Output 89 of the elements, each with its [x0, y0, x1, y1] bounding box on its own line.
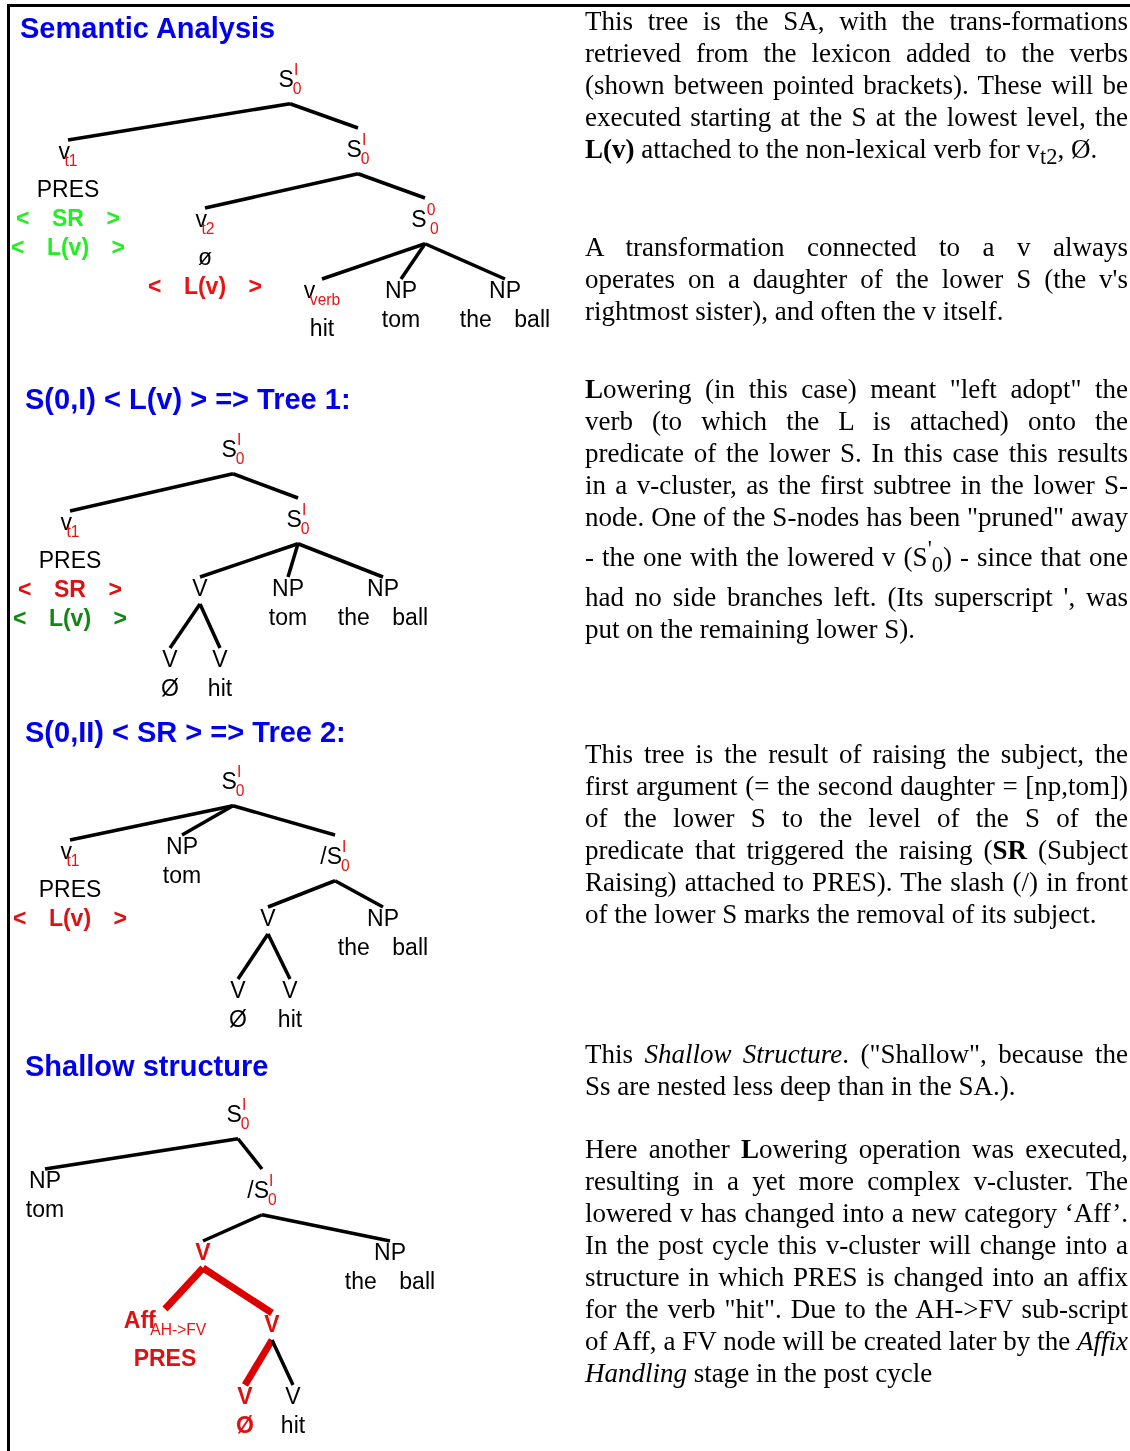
tree-branch — [168, 603, 202, 649]
category-label: NP — [488, 276, 522, 305]
explanation-paragraph: This tree is the SA, with the trans-formations retrieved from the lexicon added to the verbs (shown between pointed brackets). These will be executed starting at the S at the lowest level, the L(v) attached to the non-lexical verb for v$_{t2}$, Ø. — [585, 5, 1128, 172]
tree-branch — [357, 172, 426, 200]
category-label: v$_{t1}$ — [59, 837, 81, 872]
section-heading: Shallow structure — [25, 1050, 269, 1083]
terminal-word: PRES — [37, 546, 103, 576]
terminal-word: Ø — [229, 1005, 247, 1034]
terminal-word: tom — [381, 305, 421, 334]
terminal-word: PRES — [35, 175, 101, 205]
terminal-word: PRES — [37, 875, 103, 905]
tree-branch — [69, 472, 234, 513]
tree-branch — [270, 1339, 295, 1386]
category-label: V — [264, 1310, 280, 1339]
tree-branch — [286, 543, 300, 578]
tree-branch — [202, 1213, 263, 1243]
category-label: V — [229, 976, 247, 1005]
tree-branch — [289, 102, 359, 130]
terminal-word: the ball — [459, 305, 551, 334]
tree-branch — [198, 603, 222, 649]
tree-branch — [232, 472, 299, 500]
category-label: v$_{verb}$ — [303, 276, 341, 311]
transformation-label: < SR > — [17, 575, 123, 605]
terminal-word: the ball — [344, 1267, 436, 1296]
tree-branch — [334, 879, 384, 909]
tree-branch — [321, 242, 426, 281]
terminal-word: tom — [162, 861, 202, 890]
category-label: NP — [28, 1166, 62, 1195]
tree-branch — [201, 1265, 274, 1316]
category-label: V — [281, 976, 299, 1005]
category-label: Aff$_{AH->FV}$ — [123, 1306, 207, 1341]
category-label: V — [211, 645, 229, 674]
tree-branch — [199, 542, 299, 579]
category-label: v$_{t2}$ — [194, 205, 216, 240]
category-label: v$_{t1}$ — [57, 137, 79, 172]
tree-branch — [204, 172, 359, 210]
tree-branch — [44, 1137, 239, 1171]
tree-branch — [162, 1265, 206, 1312]
terminal-word: hit — [308, 314, 336, 344]
category-label: V — [236, 1382, 254, 1411]
tree-branch — [261, 1213, 391, 1243]
tree-branch — [424, 242, 506, 281]
tree-branch — [67, 102, 291, 142]
tree-branch — [232, 804, 336, 837]
transformation-label: < L(v) > — [13, 604, 127, 634]
tree-branch — [236, 1137, 264, 1171]
category-label: V — [161, 645, 179, 674]
transformation-label: < L(v) > — [11, 233, 125, 263]
section-heading: S(0,II) < SR > => Tree 2: — [25, 716, 346, 749]
tree-branch — [267, 879, 336, 909]
tree-branch — [297, 542, 384, 579]
category-label: V — [284, 1382, 302, 1411]
category-label: V — [195, 1238, 211, 1267]
terminal-word: tom — [25, 1195, 65, 1224]
transformation-label: < SR > — [15, 204, 121, 234]
terminal-word: Ø — [161, 674, 179, 703]
tree-branch — [69, 804, 234, 842]
category-label: NP — [165, 832, 199, 861]
explanation-paragraph: A transformation connected to a v always operates on a daughter of the lower S (the v's rightmost sister), and often the v itself. — [585, 231, 1128, 327]
category-label: v$_{t1}$ — [59, 508, 81, 543]
terminal-word: hit — [207, 674, 233, 703]
explanation-paragraph: Lowering (in this case) meant "left adopt" the verb (to which the L is attached) onto the predicate of the lower S. In this case this results in a v-cluster, as the first subtree in the lower S-node. One of the S-nodes has been "pruned" away - the one with the lowered v (S$^{'}$$_{0}$) - since that one had no side branches left. (Its superscript ', was put on the remaining lower S). — [585, 373, 1128, 646]
explanation-paragraph: This Shallow Structure. ("Shallow", because the Ss are nested less deep than in the SA.). — [585, 1038, 1128, 1102]
category-label: NP — [384, 276, 418, 305]
transformation-label: < L(v) > — [13, 904, 127, 934]
category-label: V — [260, 904, 276, 933]
tree-branch — [181, 804, 234, 837]
category-label: NP — [271, 574, 305, 603]
tree-branch — [399, 242, 427, 280]
terminal-word: Ø — [236, 1411, 254, 1440]
tree-branch — [266, 933, 292, 980]
terminal-word: hit — [277, 1005, 303, 1034]
category-label: NP — [366, 574, 400, 603]
category-label: V — [192, 574, 208, 603]
category-label: NP — [366, 904, 400, 933]
terminal-word: tom — [268, 603, 308, 632]
terminal-word: ø — [196, 243, 213, 273]
explanation-paragraph: Here another Lowering operation was executed, resulting in a yet more complex v-cluster. The lowered v has changed into a new category ‘Aff’. In the post cycle this v-cluster will change into a structure in which PRES is changed into an affix for the verb "hit". Due to the AH->FV sub-script of Aff, a FV node will be created later by the Affix Handling stage in the post cycle — [585, 1133, 1128, 1389]
transformation-label: < L(v) > — [148, 272, 262, 302]
category-label: NP — [373, 1238, 407, 1267]
section-heading: Semantic Analysis — [20, 12, 276, 45]
terminal-word: the ball — [337, 933, 429, 962]
explanation-paragraph: This tree is the result of raising the subject, the first argument (= the second daughter = [np,tom]) of the lower S to the level of the S of the predicate that triggered the raising (SR (Subject Raising) attached to PRES). The slash (/) in front of the lower S marks the removal of its subject. — [585, 738, 1128, 930]
section-heading: S(0,I) < L(v) > => Tree 1: — [25, 383, 351, 416]
terminal-word: the ball — [337, 603, 429, 632]
tree-branch — [242, 1338, 275, 1387]
terminal-word: hit — [280, 1411, 306, 1440]
terminal-word: PRES — [132, 1344, 198, 1374]
tree-branch — [236, 933, 270, 980]
